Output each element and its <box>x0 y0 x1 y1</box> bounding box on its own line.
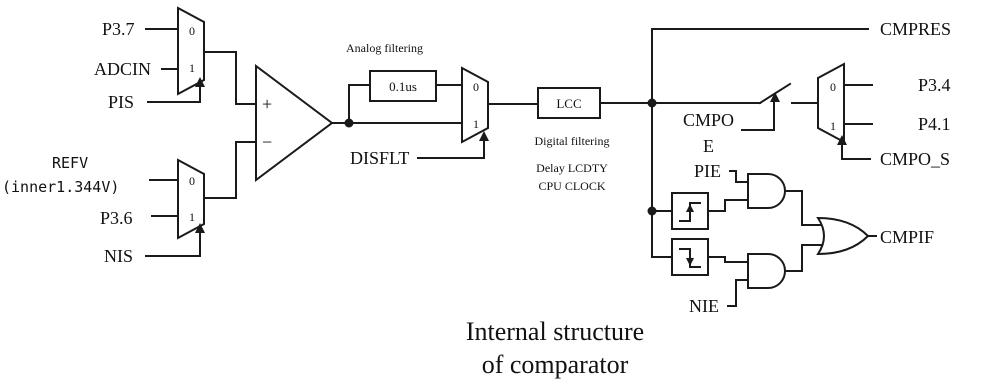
lcc-label: LCC <box>556 96 581 111</box>
digital-filtering-label: Digital filtering <box>535 134 610 148</box>
output-p34-label: P3.4 <box>918 75 951 95</box>
input-nis-label: NIS <box>104 246 133 266</box>
analog-filtering-label: Analog filtering <box>346 41 423 55</box>
nie-label: NIE <box>689 296 719 316</box>
wire-mux-to-minus <box>203 141 257 199</box>
positive-input-mux: 0 1 <box>177 6 205 96</box>
cmpo-s-arrow <box>837 135 847 145</box>
wire-cmpoe <box>741 99 775 131</box>
analog-filter-box <box>369 70 437 102</box>
wire-cmpo-s <box>841 141 871 160</box>
output-cmpres-label: CMPRES <box>880 19 951 39</box>
input-p37-label: P3.7 <box>102 19 135 39</box>
wire-mux-to-plus <box>203 51 257 105</box>
cmpif-label: CMPIF <box>880 227 934 247</box>
cmpo-s-label: CMPO_S <box>880 149 950 169</box>
wire-disflt <box>417 137 485 159</box>
filter-mux: 0 1 <box>461 66 489 144</box>
caption-line1: Internal structure <box>466 317 644 346</box>
svg-text:0: 0 <box>830 80 836 94</box>
svg-text:0: 0 <box>189 24 195 38</box>
wire-nie <box>727 279 749 307</box>
wire-to-analog-filter <box>348 84 371 124</box>
output-p41-label: P4.1 <box>918 114 951 134</box>
wire-pis <box>147 83 201 103</box>
rising-edge-detector <box>671 192 709 230</box>
wire-falling-out <box>707 256 749 263</box>
svg-text:1: 1 <box>830 119 836 133</box>
lcc-box <box>537 87 601 119</box>
disflt-arrow <box>479 131 489 141</box>
wire-and1-to-or <box>784 190 823 226</box>
input-pis-label: PIS <box>108 92 134 112</box>
comparator-amplifier: + − <box>255 64 334 182</box>
input-refv-label: REFV <box>52 154 88 172</box>
delay-lcdty-label: Delay LCDTY <box>536 161 608 175</box>
cmpoe-arrow <box>770 92 780 102</box>
input-refv-sub-label: (inner1.344V) <box>2 178 119 196</box>
nis-arrow <box>195 223 205 233</box>
and-gate-rising <box>747 173 786 209</box>
svg-text:−: − <box>262 132 272 152</box>
analog-filter-value: 0.1us <box>389 79 417 94</box>
and-gate-falling <box>747 253 786 289</box>
output-demux: 0 1 <box>817 62 845 144</box>
svg-text:+: + <box>262 94 272 114</box>
svg-text:1: 1 <box>189 210 195 224</box>
negative-input-mux: 0 1 <box>177 158 205 240</box>
input-p36-label: P3.6 <box>100 208 133 228</box>
pis-arrow <box>195 77 205 87</box>
cpu-clock-label: CPU CLOCK <box>538 179 605 193</box>
caption-line2: of comparator <box>482 350 629 379</box>
wire-and2-to-or <box>784 244 823 272</box>
cmpoe-label-line1: CMPO <box>683 110 734 130</box>
wire-rising-out <box>707 199 749 212</box>
falling-edge-detector <box>671 238 709 276</box>
input-adcin-label: ADCIN <box>94 59 151 79</box>
pie-label: PIE <box>694 161 721 181</box>
svg-text:0: 0 <box>473 80 479 94</box>
svg-text:1: 1 <box>189 61 195 75</box>
or-gate <box>816 216 870 256</box>
disflt-label: DISFLT <box>350 148 409 168</box>
svg-text:0: 0 <box>189 174 195 188</box>
wire-cmpres <box>651 28 869 104</box>
wire-nis <box>145 229 201 257</box>
svg-text:1: 1 <box>473 117 479 131</box>
wire-pie <box>729 170 749 183</box>
cmpoe-label-line2: E <box>703 136 714 156</box>
